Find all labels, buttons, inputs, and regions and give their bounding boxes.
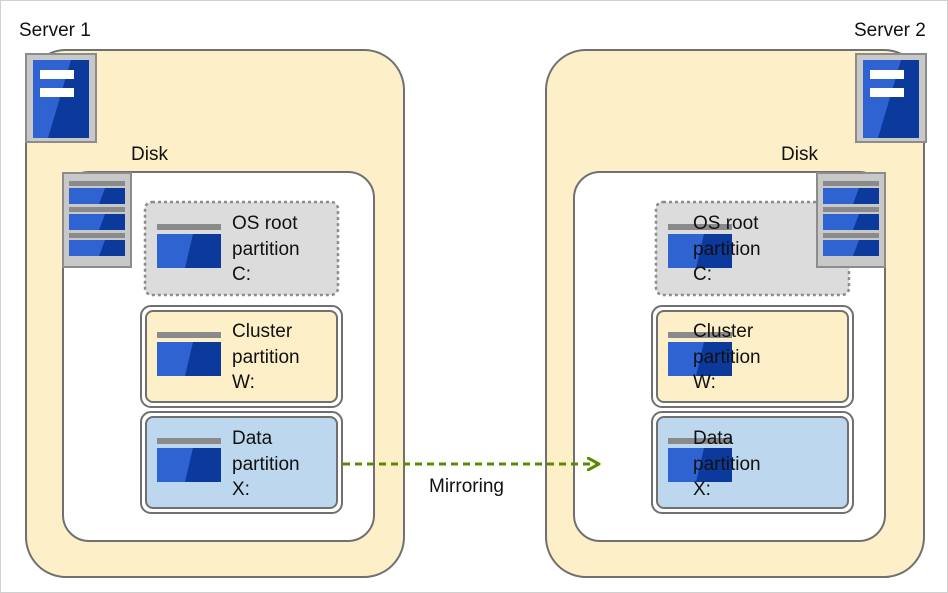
partition-line: OS root [232,213,298,234]
mirroring-label: Mirroring [429,476,504,497]
partition-line: partition [693,346,761,368]
partition-line: partition [232,346,300,368]
partition-line: X: [232,479,250,500]
partition-label: Cluster partition W: [693,319,761,396]
disk-label: Disk [781,144,818,165]
disk-array-icon [62,172,132,268]
partition-line: Data [232,428,273,449]
partition-line: OS root [693,213,759,234]
server-label: Server 1 [19,20,91,41]
partition-line: C: [232,264,251,285]
drive-icon [668,438,732,482]
partition-line: partition [232,238,300,260]
drive-icon [668,224,732,268]
drive-icon [668,332,732,376]
partition-line: Data [693,428,734,449]
partition-line: C: [693,264,712,285]
partition-line: X: [693,479,711,500]
partition-line: Cluster [693,321,754,342]
partition-line: partition [693,453,761,475]
drive-icon [157,438,221,482]
server-icon [25,53,97,143]
server-label: Server 2 [854,20,926,41]
partition-label: Data partition X: [232,426,300,503]
partition-label: Cluster partition W: [232,319,300,396]
drive-icon [157,224,221,268]
partition-line: partition [232,453,300,475]
partition-label: Data partition X: [693,426,761,503]
partition-label: OS root partition C: [232,211,300,288]
partition-line: partition [693,238,761,260]
disk-label: Disk [131,144,168,165]
disk-array-icon [816,172,886,268]
partition-line: W: [693,372,716,393]
partition-line: W: [232,372,255,393]
server-icon [855,53,927,143]
partition-label: OS root partition C: [693,211,761,288]
partition-line: Cluster [232,321,293,342]
drive-icon [157,332,221,376]
